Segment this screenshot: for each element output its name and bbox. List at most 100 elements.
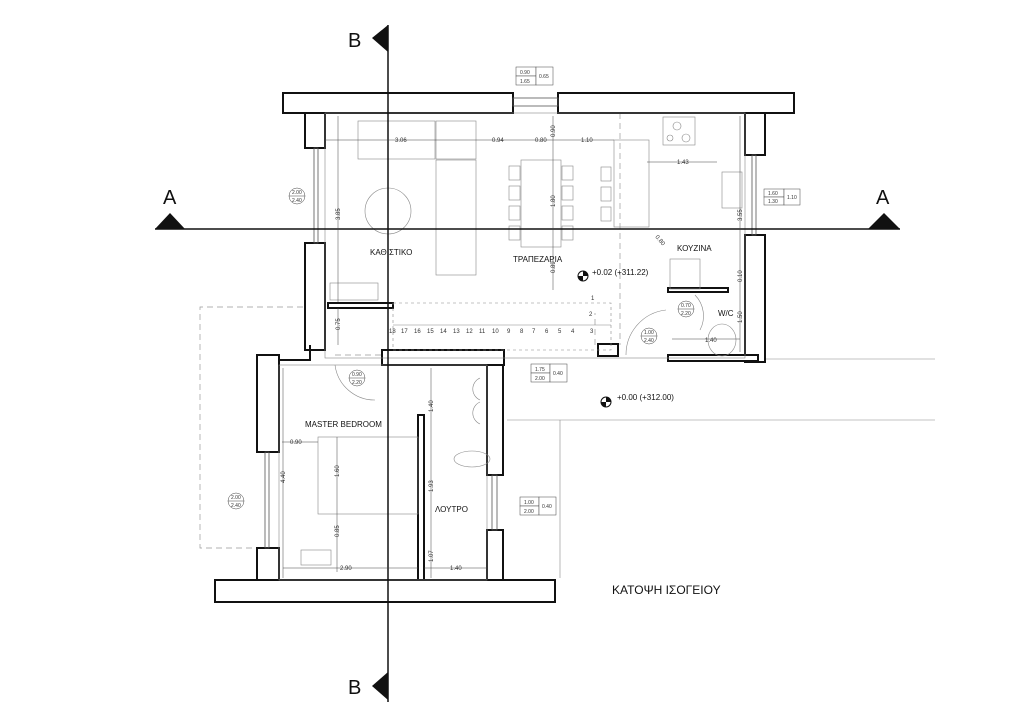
stair-7: 7 [532,329,536,335]
window-tag-2-height: 1.30 [768,199,778,205]
level-marker-outside: +0.00 (+312.00) [600,393,674,408]
dim-1-40-bath-width: 1.40 [450,566,462,572]
window-tag-2-sill: 1.10 [787,195,797,201]
window-tag-3-width: 1.75 [535,367,545,373]
window-tag-2-width: 1.60 [768,191,778,197]
dim-1-40-bath: 1.40 [429,400,435,412]
dimension-texts: 3.06 0.94 0.80 0.90 1.10 1.43 3.85 1.80 … [281,125,744,572]
stair-14: 14 [440,329,447,335]
dim-1-10: 1.10 [581,138,593,144]
dim-0-94: 0.94 [492,138,504,144]
terrace-outlines [199,113,621,549]
dim-0-80-kitchen: 0.80 [653,234,666,247]
stair-1: 1 [591,296,595,302]
dim-3-85: 3.85 [336,208,342,220]
window-tag-4-width: 1.00 [524,500,534,506]
dim-0-85: 0.85 [335,525,341,537]
window-tag-3-height: 2.00 [535,376,545,382]
dim-4-40: 4.40 [281,471,287,483]
door-tag-1-height: 2.40 [292,198,302,204]
dim-0-80: 0.80 [535,138,547,144]
section-a-right-label: A [876,187,890,209]
level-outside-text: +0.00 (+312.00) [617,393,674,402]
door-tag-5-width: 2.00 [231,495,241,501]
level-upper-text: +0.02 (+311.22) [592,268,649,277]
window-tag-4: 1.00 2.00 0.40 [519,496,557,516]
section-line-b: B B [348,25,389,702]
stair-15: 15 [427,329,434,335]
dim-1-40-wc: 1.40 [705,338,717,344]
door-tag-4-width: 0.90 [352,372,362,378]
window-tag-3-sill: 0.40 [553,371,563,377]
window-tag-1-sill: 0.65 [539,74,549,80]
door-tag-5-height: 2.40 [231,503,241,509]
walls [214,92,795,603]
section-b-bottom-label: B [348,677,361,699]
dimension-lines [282,116,741,578]
stair-8: 8 [520,329,524,335]
door-tag-2: 0.70 2.20 [677,300,695,318]
drawing-title: ΚΑΤΟΨΗ ΙΣΟΓΕΙΟΥ [612,583,721,597]
window-tag-1-width: 0.90 [520,70,530,76]
dim-2-90: 2.90 [340,566,352,572]
window-tag-4-height: 2.00 [524,509,534,515]
room-dining: ΤΡΑΠΕΖΑΡΙΑ [513,255,563,264]
room-wc: W/C [718,309,734,318]
room-living: ΚΑΘΙΣΤΙΚΟ [370,248,412,257]
room-labels: ΚΑΘΙΣΤΙΚΟ ΤΡΑΠΕΖΑΡΙΑ ΚΟΥΖΙΝΑ W/C MASTER … [305,244,734,514]
site-lines [507,358,935,578]
dim-0-10: 0.10 [738,270,744,282]
stair-4: 4 [571,329,575,335]
dim-1-60: 1.60 [335,465,341,477]
door-tag-2-width: 0.70 [681,303,691,309]
stair-13: 13 [453,329,460,335]
door-tag-5: 2.00 2.40 [227,492,245,510]
window-tag-1-height: 1.65 [520,79,530,85]
room-kitchen: ΚΟΥΖΙΝΑ [677,244,712,253]
section-b-top-label: B [348,30,361,52]
dim-3-55: 3.55 [738,209,744,221]
window-tag-2: 1.60 1.30 1.10 [763,188,801,206]
stair-16: 16 [414,329,421,335]
window-tag-3: 1.75 2.00 0.40 [530,363,568,383]
dim-1-07: 1.07 [429,550,435,562]
window-tag-1: 0.90 1.65 0.65 [515,66,554,86]
door-tag-3-height: 2.40 [644,338,654,344]
dim-1-50: 1.50 [738,311,744,323]
stair-3: 3 [590,329,594,335]
door-tag-4: 0.90 2.20 [348,369,366,387]
door-tag-1-width: 2.00 [292,190,302,196]
interior-outline [278,112,746,581]
stair-2: 2 [589,312,593,318]
dim-3-06: 3.06 [395,138,407,144]
stair-6: 6 [545,329,549,335]
dim-1-80: 1.80 [551,195,557,207]
door-tag-1: 2.00 2.40 [288,187,306,205]
door-tag-3: 1.00 2.40 [640,327,658,345]
door-swings [334,294,704,401]
stair-12: 12 [466,329,473,335]
dim-1-43: 1.43 [677,160,689,166]
stair-18: 18 [389,329,396,335]
window-tag-4-sill: 0.40 [542,504,552,510]
door-tag-2-height: 2.20 [681,311,691,317]
staircase[interactable] [392,302,612,351]
level-marker-upper: +0.02 (+311.22) [577,268,649,282]
dim-0-90: 0.90 [551,125,557,137]
room-bathroom: ΛΟΥΤΡΟ [435,505,468,514]
dim-0-90-bed: 0.90 [290,440,302,446]
section-line-a: A A [155,187,900,230]
room-master-bedroom: MASTER BEDROOM [305,420,382,429]
dim-0-89: 0.89 [551,261,557,273]
stair-11: 11 [479,329,486,335]
stair-9: 9 [507,329,511,335]
door-tag-4-height: 2.20 [352,380,362,386]
stair-numbers: 1 2 3 4 5 6 7 8 9 10 11 12 13 14 15 16 1… [389,296,595,335]
stair-10: 10 [492,329,499,335]
stair-5: 5 [558,329,562,335]
dim-1-93: 1.93 [429,480,435,492]
door-tag-3-width: 1.00 [644,330,654,336]
dim-0-75: 0.75 [336,318,342,330]
stair-17: 17 [401,329,408,335]
